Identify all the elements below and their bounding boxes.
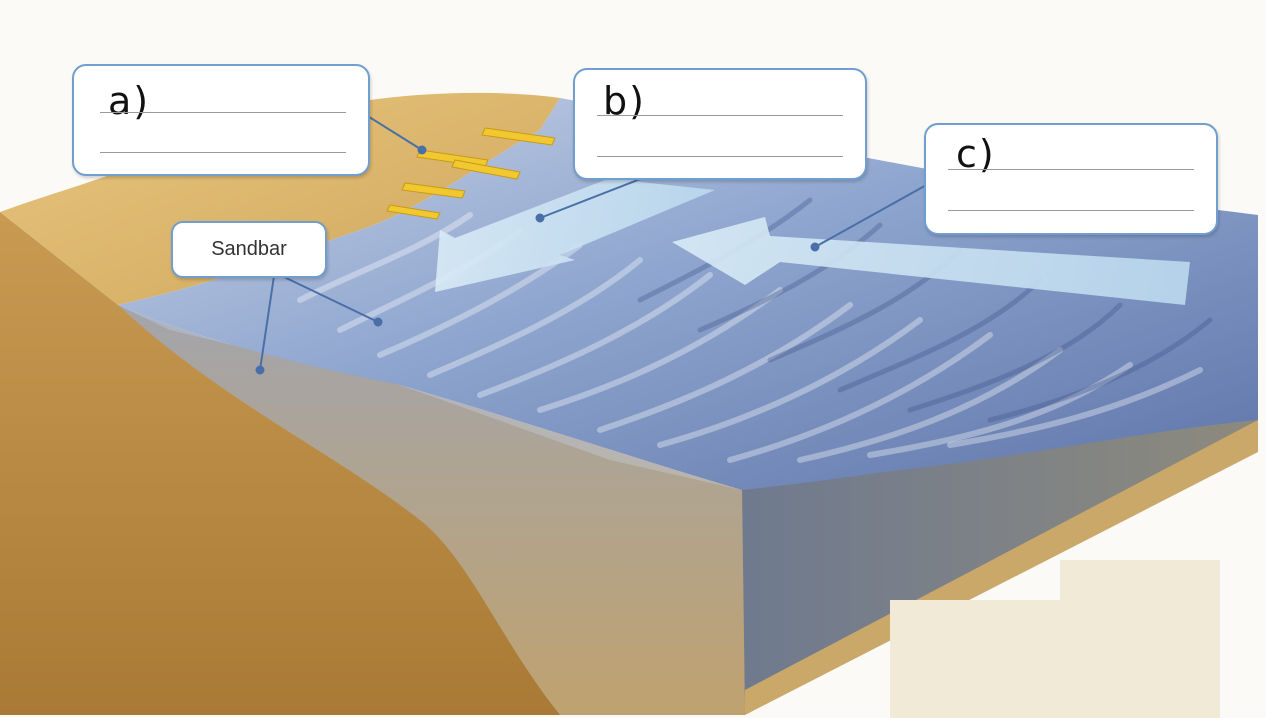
wind-arrows-icon bbox=[386, 127, 556, 220]
label-box-a[interactable]: a) bbox=[72, 64, 370, 176]
sandbar-label-box: Sandbar bbox=[171, 221, 327, 278]
current-arrow-icon bbox=[435, 175, 715, 292]
label-box-c[interactable]: c) bbox=[924, 123, 1218, 235]
paper-patches bbox=[890, 560, 1220, 718]
beach-surface bbox=[0, 92, 560, 306]
answer-line-a2 bbox=[100, 152, 346, 153]
block-right-sand bbox=[745, 420, 1258, 715]
answer-line-c2 bbox=[948, 210, 1194, 211]
label-b-letter: b) bbox=[603, 79, 646, 123]
wave-ripples bbox=[297, 212, 1203, 463]
underwater-wedge bbox=[118, 305, 745, 715]
wave-arrow-icon bbox=[672, 217, 1190, 305]
leader-lines bbox=[255, 114, 931, 375]
answer-line-b2 bbox=[597, 156, 843, 157]
label-a-letter: a) bbox=[108, 79, 151, 123]
label-c-letter: c) bbox=[956, 132, 996, 176]
answer-line-b1 bbox=[597, 115, 843, 116]
sandbar-label: Sandbar bbox=[211, 238, 287, 260]
answer-line-c1 bbox=[948, 169, 1194, 170]
answer-line-a1 bbox=[100, 112, 346, 113]
label-box-b[interactable]: b) bbox=[573, 68, 867, 180]
